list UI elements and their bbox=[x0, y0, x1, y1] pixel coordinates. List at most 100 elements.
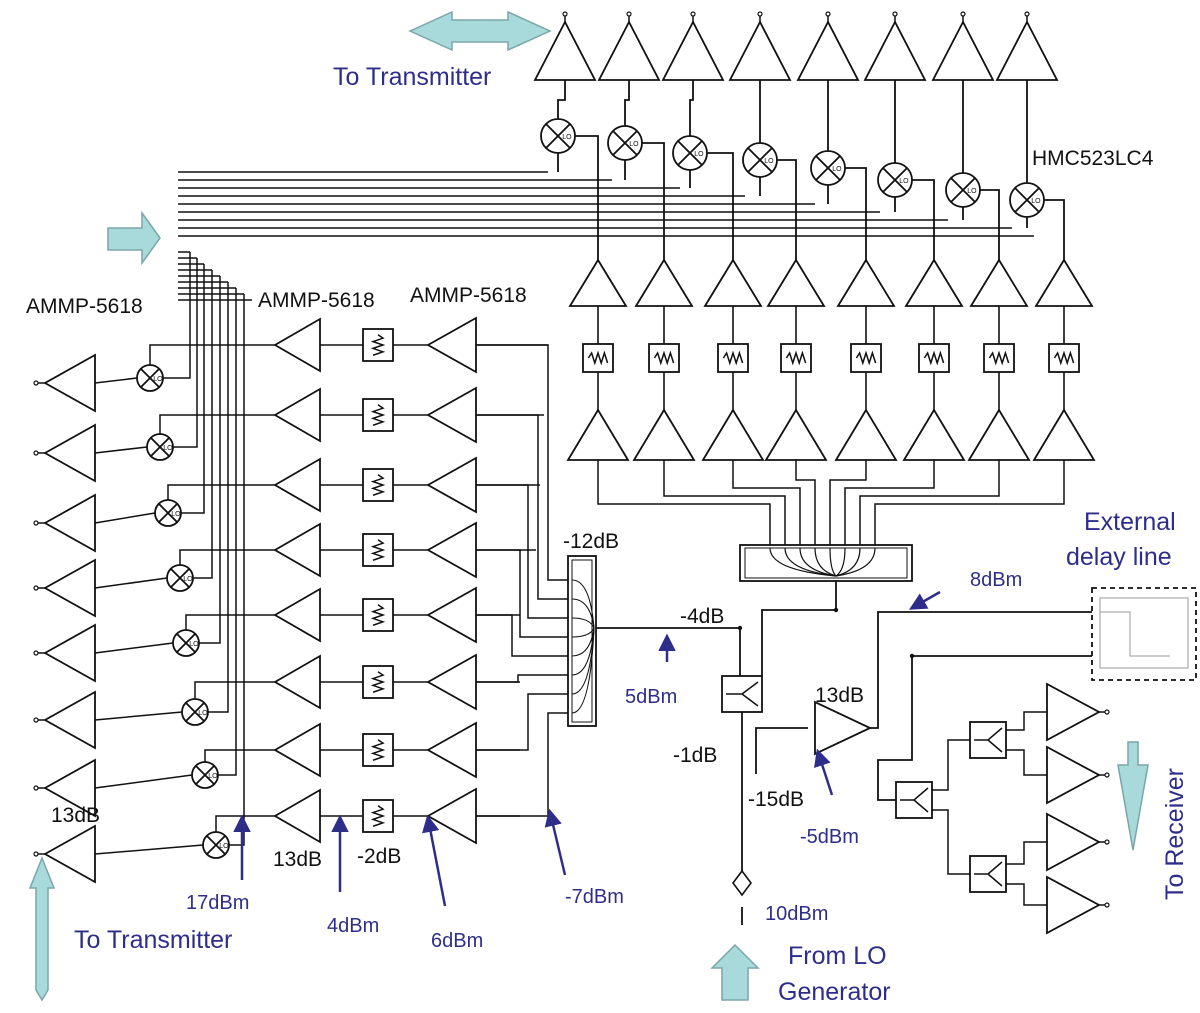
attenuator-icon bbox=[1048, 343, 1080, 373]
to-transmitter-top-label: To Transmitter bbox=[333, 63, 491, 91]
amplifier-icon bbox=[1046, 745, 1101, 805]
wire bbox=[476, 674, 572, 683]
amplifier-icon bbox=[661, 20, 725, 81]
wire bbox=[844, 460, 935, 545]
wire bbox=[193, 270, 213, 579]
amplifier-icon bbox=[568, 258, 628, 307]
to-transmitter-bottom-label: To Transmitter bbox=[74, 926, 232, 954]
output-port-icon bbox=[825, 11, 831, 17]
amplifier-icon bbox=[273, 587, 321, 643]
amplifier-icon bbox=[967, 408, 1031, 461]
attenuator-box bbox=[1048, 343, 1080, 373]
amplifier-icon bbox=[728, 20, 792, 81]
output-port-icon bbox=[33, 785, 39, 791]
amplifier-icon bbox=[1034, 258, 1094, 307]
delay-line-coil bbox=[1100, 611, 1170, 657]
output-port-icon bbox=[1024, 11, 1030, 17]
attenuator-box bbox=[582, 343, 614, 373]
wire bbox=[877, 655, 1092, 801]
wire bbox=[761, 581, 837, 676]
wire bbox=[94, 512, 156, 524]
output-port-icon bbox=[690, 11, 696, 17]
mixer-icon: LO bbox=[202, 831, 230, 859]
wire bbox=[94, 774, 193, 789]
resistor-zigzag bbox=[653, 350, 675, 366]
wire bbox=[932, 739, 970, 791]
wire bbox=[181, 264, 205, 514]
amplifier-icon bbox=[273, 457, 321, 513]
combiner-box bbox=[739, 544, 913, 582]
amplifier-icon bbox=[426, 787, 477, 845]
resistor-zigzag bbox=[370, 805, 386, 827]
wire bbox=[795, 460, 816, 545]
wire bbox=[173, 258, 198, 448]
m5dbm-label: -5dBm bbox=[800, 826, 859, 848]
combiner-inner bbox=[744, 547, 908, 579]
lo-input-port-icon bbox=[732, 869, 752, 897]
amplifier-icon bbox=[43, 423, 96, 483]
attenuator-box bbox=[362, 398, 394, 432]
amplifier-icon bbox=[426, 653, 477, 711]
m7dbm-label: -7dBm bbox=[565, 886, 624, 908]
amplifier-icon bbox=[834, 408, 898, 461]
amplifier-icon bbox=[969, 258, 1029, 307]
attenuator-icon bbox=[918, 343, 950, 373]
attenuator-icon bbox=[362, 468, 394, 502]
wiring bbox=[36, 14, 1105, 925]
amplifier-icon bbox=[426, 386, 477, 444]
amplifier-icon bbox=[533, 20, 597, 81]
attenuator-icon bbox=[582, 343, 614, 373]
combiner-arc bbox=[571, 579, 595, 629]
delay-line-icon bbox=[1091, 587, 1197, 681]
attenuator-icon bbox=[362, 733, 394, 767]
wire bbox=[980, 189, 1000, 260]
attenuator-box bbox=[362, 533, 394, 567]
splitter-icon bbox=[969, 855, 1007, 893]
minus12db-label: -12dB bbox=[563, 530, 619, 553]
wire bbox=[204, 749, 275, 762]
splitter-icon bbox=[721, 675, 763, 713]
minus2db-label: -2dB bbox=[357, 845, 401, 868]
output-port-icon bbox=[33, 650, 39, 656]
wire bbox=[215, 815, 275, 832]
wire bbox=[874, 460, 1065, 545]
pointer-8dbm bbox=[908, 590, 941, 610]
amplifier-icon bbox=[634, 258, 694, 307]
wire bbox=[94, 377, 138, 384]
attenuator-box bbox=[983, 343, 1015, 373]
wire bbox=[476, 614, 572, 657]
splitter-icon bbox=[895, 781, 933, 819]
to-receiver-label: To Receiver bbox=[1161, 768, 1189, 900]
amplifier-icon bbox=[814, 700, 873, 756]
attenuator-box bbox=[362, 733, 394, 767]
mixer-cross bbox=[158, 503, 178, 523]
amplifier-icon bbox=[426, 316, 477, 374]
resistor-zigzag bbox=[370, 539, 386, 561]
wire bbox=[624, 80, 630, 126]
wire bbox=[663, 460, 786, 545]
combiner-icon bbox=[567, 555, 597, 727]
mixer-icon: LO bbox=[191, 761, 219, 789]
minus1db-label: -1dB bbox=[673, 744, 717, 767]
amplifier-icon bbox=[273, 522, 321, 578]
amplifier-icon bbox=[1046, 875, 1101, 935]
splitter-lines bbox=[900, 787, 929, 813]
combiner-icon bbox=[739, 544, 913, 582]
pointer-m5dbm bbox=[814, 748, 834, 796]
combiner-arc bbox=[835, 547, 846, 577]
ammp-mid-label: AMMP-5618 bbox=[258, 289, 375, 312]
mixer-icon: LO bbox=[672, 135, 708, 171]
mixer-icon: LO bbox=[172, 629, 200, 657]
amplifier-icon bbox=[566, 408, 630, 461]
amplifier-icon bbox=[43, 558, 96, 618]
external-delay-label-line2: delay line bbox=[1066, 543, 1172, 571]
resistor-zigzag bbox=[370, 474, 386, 496]
attenuator-icon bbox=[362, 398, 394, 432]
wire bbox=[707, 152, 734, 260]
mixer-lo-tag: LO bbox=[832, 166, 842, 173]
output-port-icon bbox=[33, 520, 39, 526]
wire bbox=[218, 288, 237, 776]
mixer-cross bbox=[950, 177, 976, 203]
wire bbox=[229, 294, 245, 846]
mixer-cross bbox=[545, 123, 571, 149]
